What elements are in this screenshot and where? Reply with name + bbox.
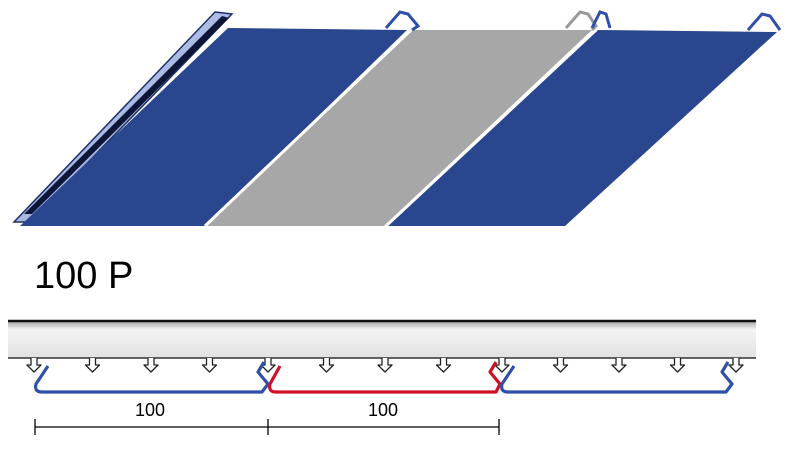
panel-blue-1: [20, 28, 407, 226]
carrier-clip: [435, 358, 452, 373]
panel-gray: [205, 30, 592, 226]
carrier-clip: [611, 358, 627, 373]
product-title: 100 P: [34, 255, 133, 297]
carrier-clip: [26, 358, 42, 373]
carrier-clip: [494, 358, 510, 373]
panel-left-edge-groove: [24, 16, 229, 214]
carrier-clips: [26, 358, 744, 373]
dimension-label-2: 100: [368, 400, 398, 420]
carrier-rail-body: [8, 320, 756, 358]
profile-red-middle: [268, 361, 502, 394]
carrier-clip: [669, 358, 686, 373]
carrier-clip: [84, 358, 101, 373]
panel-seam-2: [384, 28, 598, 228]
panel-hook-1: [384, 10, 421, 32]
carrier-clip: [260, 358, 276, 373]
panel-illustration: [12, 10, 782, 228]
profile-blue-right: [500, 361, 734, 394]
carrier-rail: [8, 319, 756, 373]
dimension-label-1: 100: [135, 400, 165, 420]
panel-hook-4: [746, 12, 782, 31]
carrier-clip: [552, 358, 569, 373]
profile-blue-left: [34, 361, 270, 394]
panel-blue-2: [388, 30, 777, 226]
carrier-clip: [318, 358, 335, 373]
carrier-clip: [377, 358, 393, 373]
dimension-lines: 100 100: [34, 400, 500, 435]
panel-hook-3: [590, 10, 612, 29]
panel-hook-2: [564, 10, 598, 32]
carrier-clip: [728, 358, 744, 373]
panel-profiles: [34, 361, 734, 394]
carrier-clip: [201, 358, 218, 373]
carrier-clip: [143, 358, 159, 373]
panel-seam-1: [203, 28, 413, 228]
